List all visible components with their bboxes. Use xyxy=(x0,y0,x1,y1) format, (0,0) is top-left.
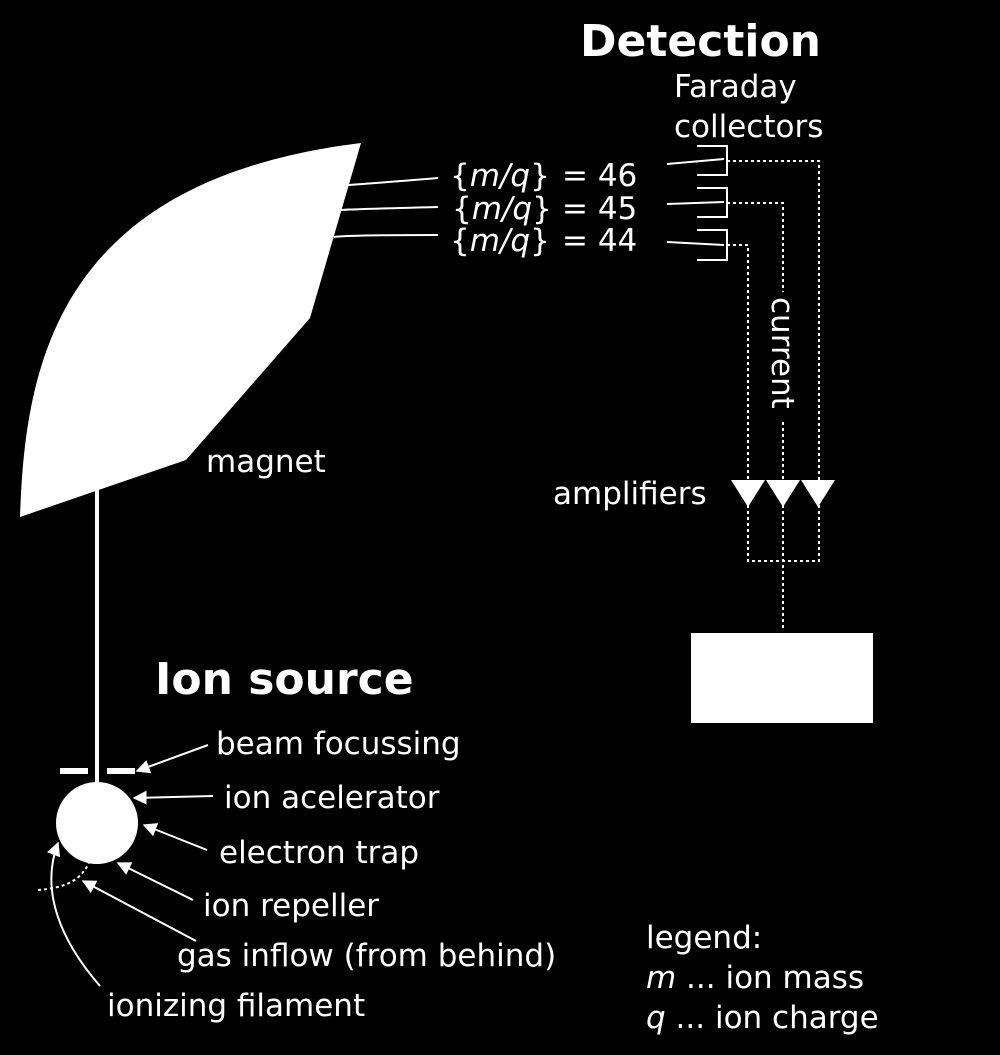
collector-beam-45 xyxy=(666,201,725,205)
mq-slash: / xyxy=(499,191,516,227)
mq-label-44: {m/q} = 44 xyxy=(450,223,637,259)
mq-brace-close: } xyxy=(530,158,550,194)
mq-q: q xyxy=(510,158,530,194)
current-wires xyxy=(727,160,820,630)
mq-label-46: {m/q} = 46 xyxy=(450,158,637,194)
focussing-plate-left xyxy=(60,768,88,774)
mq-m: m xyxy=(470,158,500,194)
wire-46 xyxy=(727,160,820,485)
mq-slash: / xyxy=(497,158,514,194)
label-gas-inflow: gas inflow (from behind) xyxy=(177,938,556,974)
arrow-electron-trap xyxy=(142,823,208,851)
mq-brace-open: { xyxy=(450,223,470,259)
ion-beam-46 xyxy=(347,177,439,186)
amplifier-44-icon xyxy=(731,480,765,507)
arrow-beam-focussing xyxy=(135,744,209,774)
arrow-ion-repeller xyxy=(116,862,194,901)
legend-m-entry: m ... ion mass xyxy=(646,960,864,996)
label-ion-repeller: ion repeller xyxy=(203,888,379,924)
label-ion-accelerator: ion acelerator xyxy=(224,780,440,816)
mq-value: = 46 xyxy=(562,158,637,194)
mq-label-45: {m/q} = 45 xyxy=(452,191,637,227)
mq-slash: / xyxy=(497,223,514,259)
focussing-plate-right xyxy=(107,768,135,774)
label-electron-trap: electron trap xyxy=(219,835,419,871)
label-beam-focussing: beam focussing xyxy=(216,726,461,762)
label-ionizing-filament: ionizing filament xyxy=(107,988,365,1024)
ion-beam-45 xyxy=(339,206,439,211)
mq-brace-close: } xyxy=(530,223,550,259)
filament-dashed-path xyxy=(37,861,90,891)
component-arrows xyxy=(46,744,214,987)
arrow-gas-inflow xyxy=(81,880,197,942)
wire-44 xyxy=(727,244,749,485)
legend-q-entry: q ... ion charge xyxy=(646,1000,879,1036)
arrow-ion-accelerator xyxy=(132,790,214,805)
amplifier-46-icon xyxy=(801,480,835,507)
arrow-ionizing-filament xyxy=(46,841,101,987)
current-label: current xyxy=(764,297,800,409)
magnet-label: magnet xyxy=(206,444,326,480)
mq-m: m xyxy=(472,191,502,227)
legend-m-symbol: m xyxy=(646,960,676,996)
mq-q: q xyxy=(512,191,532,227)
wire-45 xyxy=(727,202,784,292)
legend-q-text: ... ion charge xyxy=(666,1000,879,1036)
mq-brace-open: { xyxy=(450,158,470,194)
collector-beam-46 xyxy=(666,158,725,165)
detection-title: Detection xyxy=(580,16,821,67)
ion-beam-44 xyxy=(333,234,439,238)
mq-m: m xyxy=(470,223,500,259)
amplifiers xyxy=(731,480,835,507)
mq-value: = 45 xyxy=(562,191,637,227)
amplifiers-label: amplifiers xyxy=(553,476,707,512)
recorder-box xyxy=(691,633,873,723)
collector-beam-44 xyxy=(666,241,725,246)
faraday-collectors-label-line2: collectors xyxy=(674,109,823,145)
mq-value: = 44 xyxy=(562,223,637,259)
legend-m-text: ... ion mass xyxy=(676,960,864,996)
ion-source-title: Ion source xyxy=(155,654,414,705)
mq-q: q xyxy=(510,223,530,259)
amplifier-45-icon xyxy=(766,480,800,507)
legend-title: legend: xyxy=(646,920,762,956)
mq-brace-open: { xyxy=(452,191,472,227)
legend-q-symbol: q xyxy=(646,1000,666,1036)
ionization-chamber xyxy=(56,782,138,864)
faraday-collectors-label-line1: Faraday xyxy=(674,69,797,105)
mq-brace-close: } xyxy=(532,191,552,227)
magnet-shape xyxy=(20,143,361,517)
